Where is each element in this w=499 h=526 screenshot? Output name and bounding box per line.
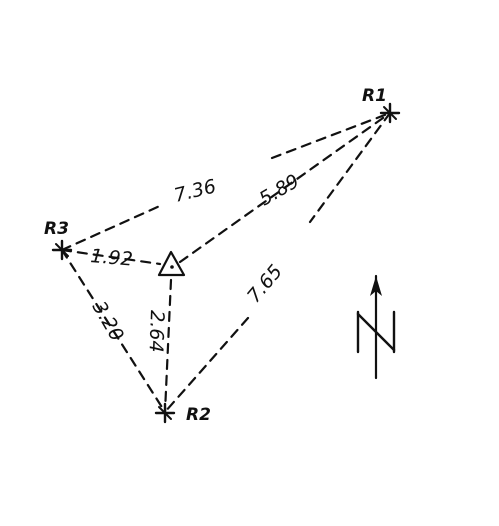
distance-station-r1: 5.89 <box>256 170 304 210</box>
station-triangle-icon <box>157 250 186 277</box>
distance-r3-r2: 3.20 <box>88 298 128 346</box>
line-r1-r2 <box>308 111 392 224</box>
line-r3-r1 <box>60 203 164 252</box>
r2-marker-icon <box>154 402 176 424</box>
distance-station-r2-long: 7.65 <box>243 261 287 308</box>
line-station-r2-long <box>163 316 250 414</box>
r3-marker-icon <box>51 239 73 261</box>
r1-marker-icon <box>379 102 401 124</box>
line-station-r2 <box>163 278 173 414</box>
distance-station-r2: 2.64 <box>145 310 168 353</box>
line-r3-r2 <box>60 248 167 414</box>
line-r3-r1-upper <box>270 111 392 160</box>
label-r1: R1 <box>362 86 387 106</box>
distance-r3-r1: 7.36 <box>172 175 218 207</box>
line-station-r3 <box>60 248 162 266</box>
label-r2: R2 <box>186 405 211 425</box>
label-r3: R3 <box>44 219 69 239</box>
north-arrow-icon <box>356 274 396 380</box>
line-station-r1 <box>178 111 392 264</box>
station-center-dot <box>170 265 174 269</box>
distance-station-r3: 1.92 <box>90 245 134 271</box>
